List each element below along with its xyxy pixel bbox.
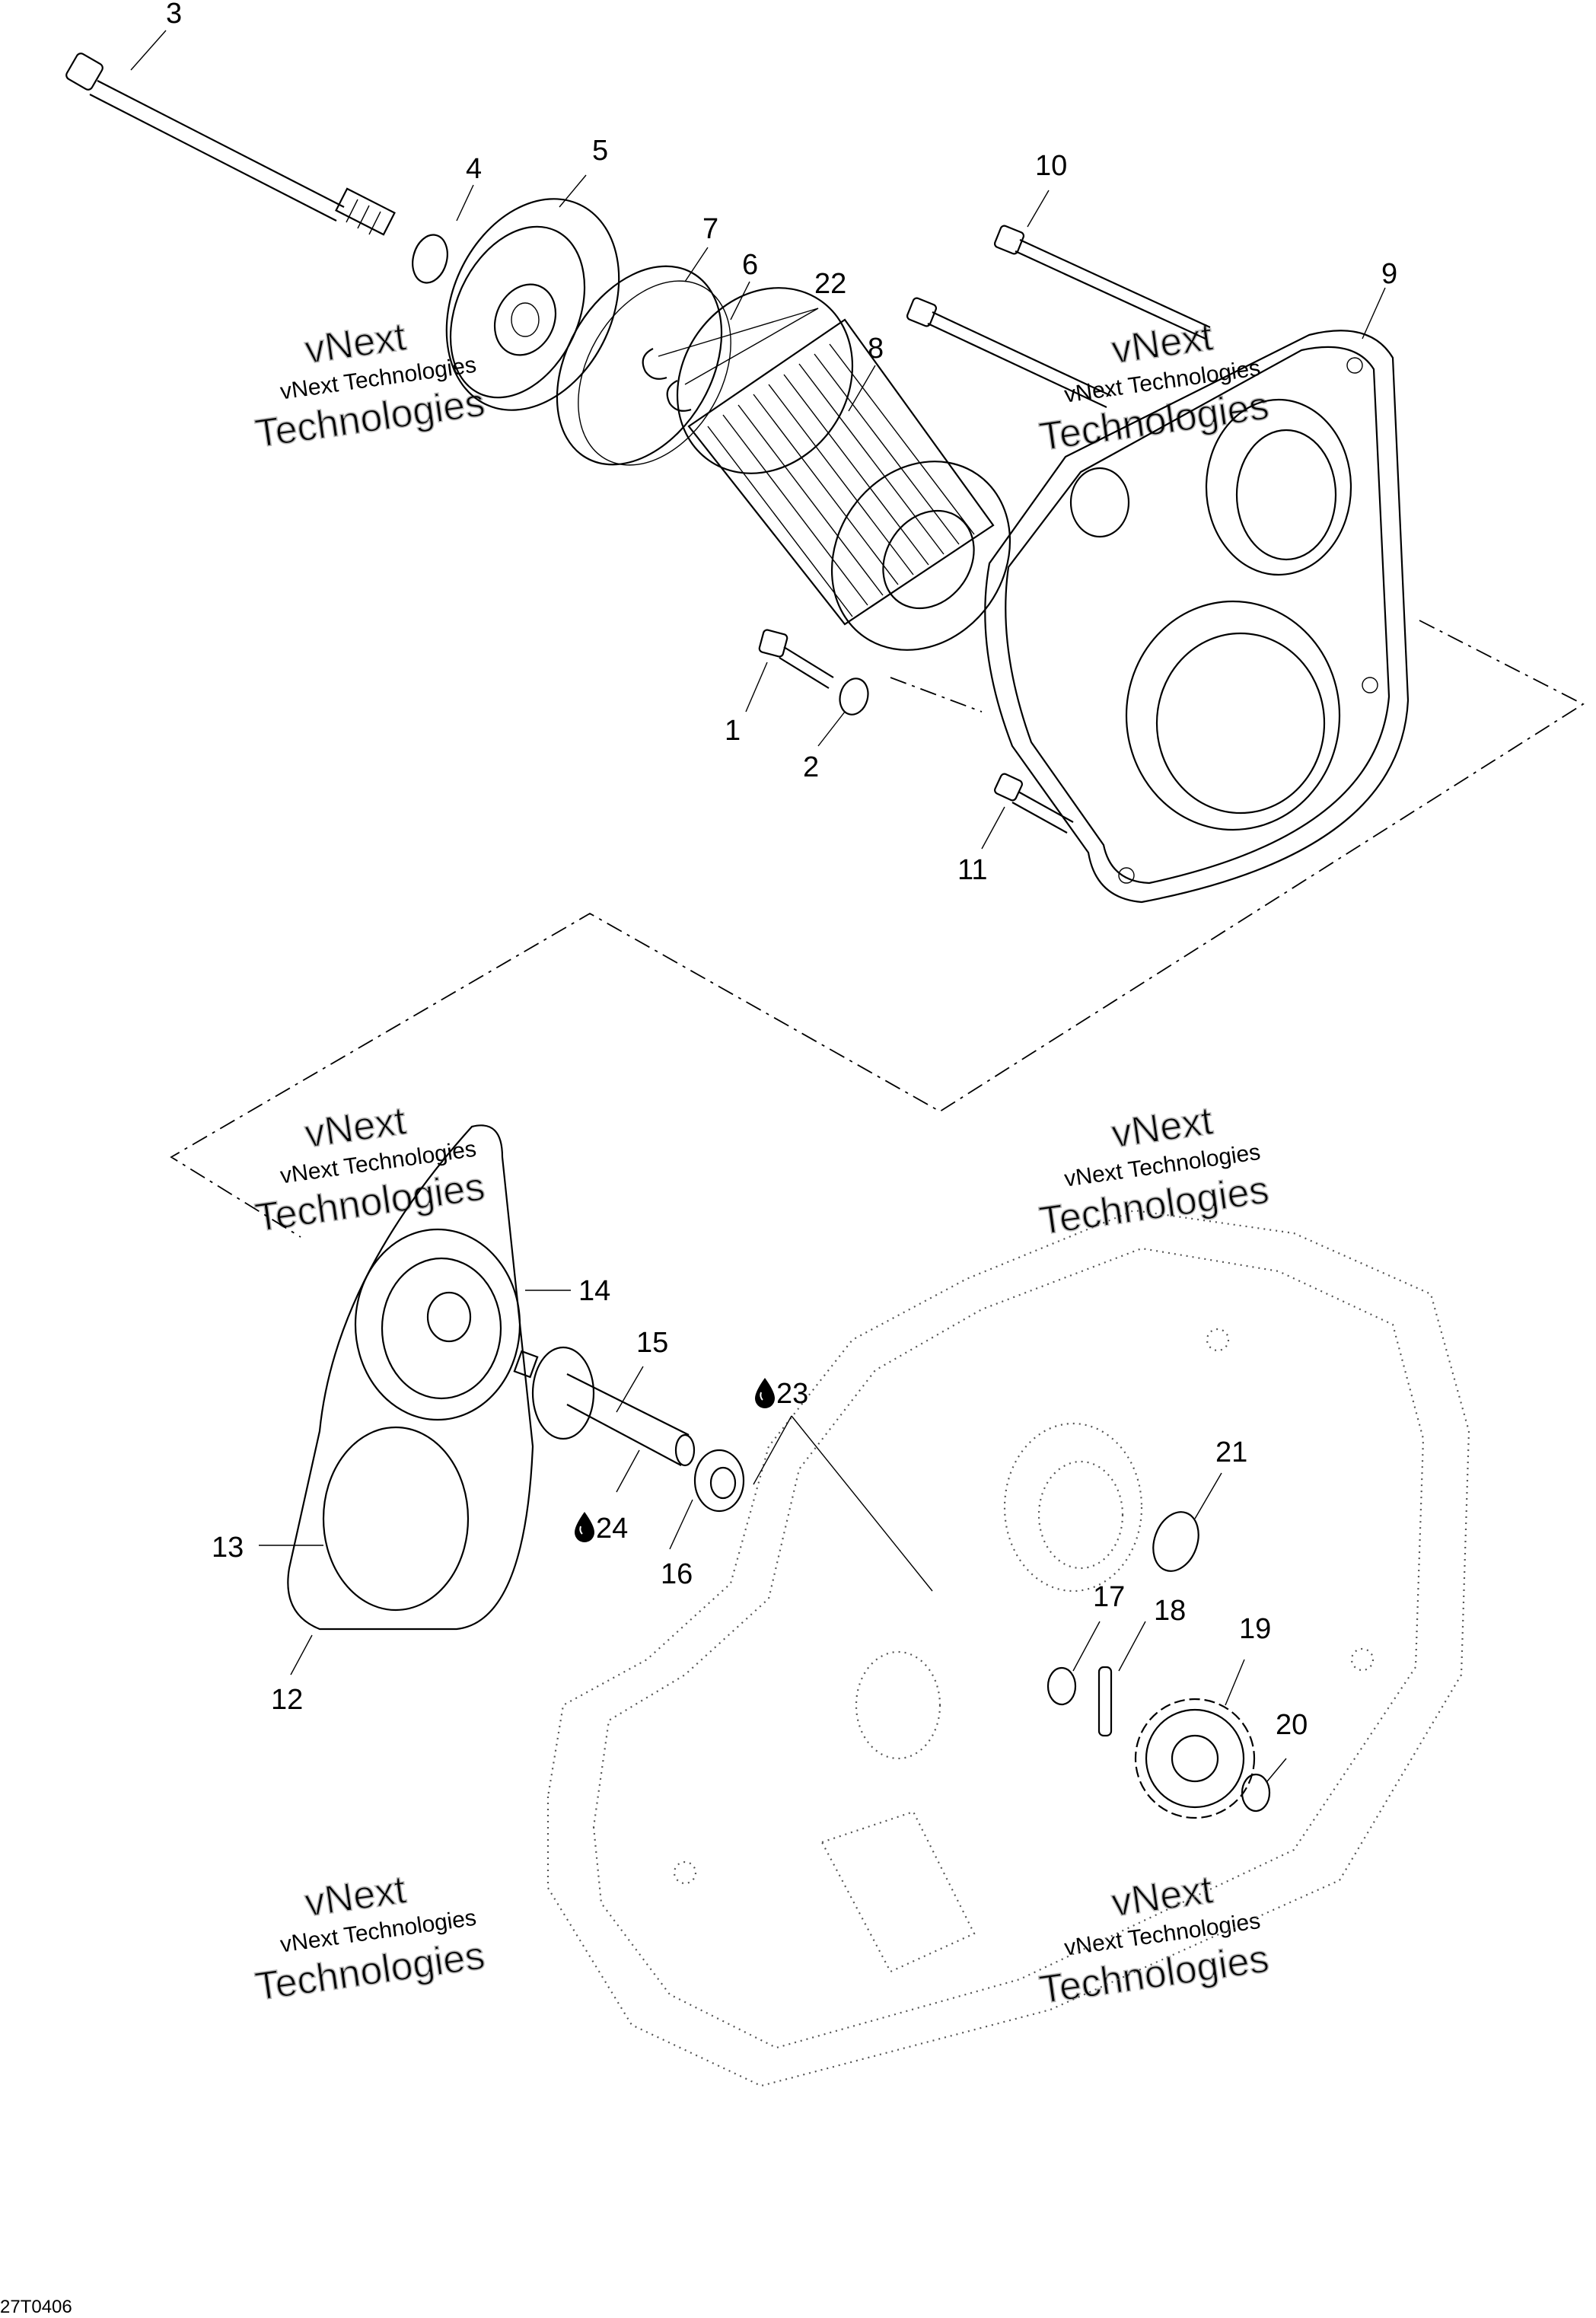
callout-11: 11 [957, 854, 987, 886]
callout-1: 1 [725, 715, 741, 747]
part-7-o-ring [556, 265, 723, 466]
callout-6: 6 [742, 249, 758, 281]
callout-15: 15 [636, 1327, 668, 1359]
callout-8: 8 [868, 333, 884, 365]
oil-drop-icon [755, 1378, 775, 1408]
callout-20: 20 [1276, 1709, 1308, 1741]
part-3-long-bolt [65, 53, 396, 236]
callout-22: 22 [814, 268, 846, 300]
callout-21: 21 [1215, 1436, 1247, 1468]
oil-drop-icon [575, 1512, 594, 1542]
part-18-pin [1097, 1666, 1113, 1737]
part-2-washer [839, 678, 869, 716]
watermark-bottom-right: vNext vNext Technologies Technologies [1036, 1867, 1272, 2014]
part-10-long-bolts [906, 225, 1211, 408]
leader-lines [130, 30, 1386, 1782]
part-11-bolt [994, 773, 1074, 834]
part-9-cover [984, 330, 1410, 904]
engine-crankcase-outline [546, 1209, 1470, 2087]
part-4-o-ring [412, 234, 448, 284]
part-20-circlip [1241, 1773, 1271, 1813]
part-6-o-ring [578, 280, 731, 466]
callout-4: 4 [466, 153, 482, 185]
callout-17: 17 [1093, 1581, 1125, 1613]
callout-12: 12 [271, 1684, 303, 1716]
part-1-bolt [758, 629, 834, 689]
part-21-o-ring [1152, 1511, 1199, 1572]
part-22-clips [642, 348, 692, 412]
callout-24: 24 [596, 1513, 628, 1545]
part-16-seal [693, 1449, 745, 1513]
callout-9: 9 [1381, 258, 1397, 290]
part-19-gear [1134, 1698, 1256, 1819]
part-14-pump-housing [354, 1228, 521, 1421]
part-17-washer [1046, 1666, 1077, 1706]
watermark-mid-left: vNext vNext Technologies Technologies [252, 1098, 488, 1242]
callout-14: 14 [578, 1275, 610, 1307]
callout-labels: 3 4 5 7 6 22 8 10 9 1 2 11 12 13 14 15 1… [166, 0, 1397, 1741]
callout-23: 23 [776, 1378, 808, 1410]
callout-7: 7 [702, 213, 718, 245]
callout-23-with-oil-drop: 23 [755, 1378, 808, 1410]
drawing-code: 27T0406 [0, 2297, 72, 2317]
part-15-pump-shaft [513, 1346, 696, 1467]
watermark-mid-right: vNext vNext Technologies Technologies [1036, 1098, 1272, 1245]
assembly-line-cover-to-housing [170, 620, 1585, 1238]
callout-10: 10 [1035, 150, 1067, 182]
callout-5: 5 [592, 135, 608, 167]
part-8-oil-filter [676, 287, 1011, 651]
callout-24-with-oil-drop: 24 [575, 1512, 628, 1545]
watermark-bottom-left: vNext vNext Technologies Technologies [252, 1867, 488, 2010]
part-13-o-ring [322, 1426, 470, 1612]
callout-13: 13 [212, 1532, 244, 1564]
callout-2: 2 [803, 751, 819, 783]
callout-19: 19 [1239, 1613, 1271, 1645]
callout-18: 18 [1154, 1595, 1186, 1627]
watermark-top-right: vNext vNext Technologies Technologies [1036, 314, 1272, 461]
assembly-line-filter-to-cover [890, 677, 983, 713]
callout-16: 16 [661, 1558, 693, 1590]
callout-3: 3 [166, 0, 182, 30]
